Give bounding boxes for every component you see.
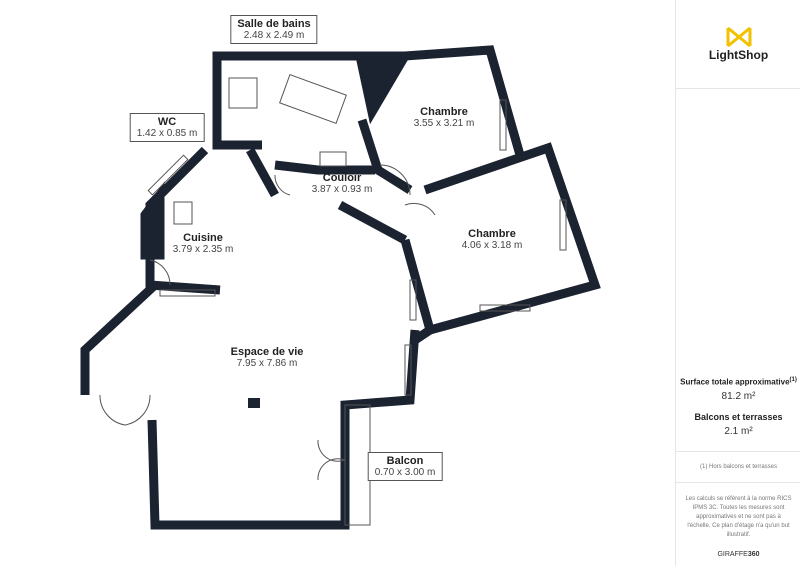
room-name: WC (157, 116, 177, 128)
window (409, 279, 417, 321)
info-sidebar: LightShop Surface totale approximative(1… (675, 0, 800, 566)
brand: GIRAFFE360 (684, 550, 793, 561)
total-sup: (1) (789, 377, 797, 384)
room-dims: 0.70 x 3.00 m (374, 467, 436, 478)
room-dims: 7.95 x 7.86 m (236, 358, 298, 369)
total-label: Surface totale approximative (680, 378, 790, 387)
wall (140, 181, 165, 260)
shower (228, 77, 258, 109)
door (274, 174, 291, 196)
total-label-row: Surface totale approximative(1) (676, 377, 800, 387)
wall (400, 142, 601, 336)
room-dims: 3.87 x 0.93 m (311, 184, 373, 195)
stove (173, 201, 193, 225)
sink (319, 151, 347, 167)
room-name: Chambre (468, 228, 516, 240)
disclaimer-section: Les calculs se réfèrent à la norme RICS … (676, 483, 800, 573)
room-name: Salle de bains (237, 18, 311, 30)
window (499, 99, 507, 151)
door (149, 259, 171, 286)
surface-stats: Surface totale approximative(1) 81.2 m² … (676, 89, 800, 452)
window (404, 344, 412, 396)
wall (354, 51, 413, 125)
room-label-espace-de-vie: Espace de vie 7.95 x 7.86 m (231, 346, 304, 369)
room-dims: 3.79 x 2.35 m (172, 244, 234, 255)
disclaimer: Les calculs se réfèrent à la norme RICS … (685, 496, 792, 538)
room-name: Espace de vie (230, 346, 304, 358)
room-label-wc: WC 1.42 x 0.85 m (129, 113, 205, 142)
window (479, 304, 531, 312)
floor-plan (80, 45, 601, 530)
logo-text: LightShop (708, 48, 769, 62)
room-name: Cuisine (183, 232, 223, 244)
bathtub (279, 74, 347, 124)
wall (337, 201, 408, 244)
room-dims: 1.42 x 0.85 m (136, 128, 198, 139)
total-value: 81.2 m² (721, 391, 756, 402)
door (317, 439, 346, 481)
balcony-label: Balcons et terrasses (694, 412, 783, 422)
room-label-chambre-2: Chambre 4.06 x 3.18 m (462, 228, 523, 251)
window (147, 154, 189, 196)
logo: LightShop (676, 0, 800, 89)
room-label-balcon: Balcon 0.70 x 3.00 m (367, 452, 443, 481)
logo-icon (726, 26, 751, 48)
door (99, 394, 151, 426)
wall (412, 326, 433, 344)
column (248, 398, 260, 408)
room-label-salle-de-bains: Salle de bains 2.48 x 2.49 m (230, 15, 318, 44)
room-name: Chambre (420, 106, 468, 118)
room-dims: 2.48 x 2.49 m (243, 30, 305, 41)
brand-b: 360 (747, 551, 760, 558)
room-label-couloir: Couloir 3.87 x 0.93 m (312, 172, 373, 195)
window (559, 199, 567, 251)
wall (246, 147, 279, 198)
wall (357, 118, 413, 194)
window (159, 289, 216, 297)
room-label-cuisine: Cuisine 3.79 x 2.35 m (173, 232, 234, 255)
room-name: Couloir (322, 172, 362, 184)
wall (80, 281, 159, 395)
room-dims: 3.55 x 3.21 m (413, 118, 475, 129)
room-name: Balcon (386, 455, 424, 467)
footnote: (1) Hors balcons et terrasses (676, 452, 800, 483)
door (404, 202, 436, 216)
wall (212, 120, 262, 150)
door (379, 164, 411, 196)
room-dims: 4.06 x 3.18 m (461, 240, 523, 251)
brand-a: GIRAFFE (717, 551, 748, 558)
room-label-chambre-1: Chambre 3.55 x 3.21 m (414, 106, 475, 129)
balcony-value: 2.1 m² (724, 426, 753, 437)
wall (274, 160, 375, 175)
